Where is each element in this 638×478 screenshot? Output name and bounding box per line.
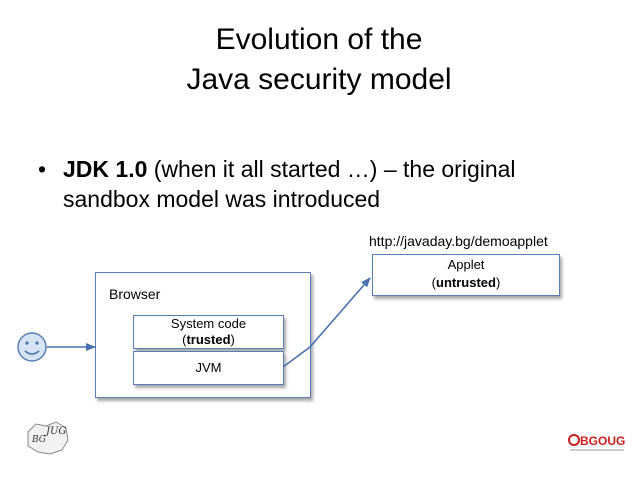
applet-label: Applet — [447, 257, 485, 272]
jvm-box: JVM — [133, 351, 284, 385]
jvm-to-applet-arrow — [282, 277, 371, 368]
bgoug-logo-text: BGOUG — [580, 434, 625, 448]
bgjug-logo: BG JUG — [27, 421, 69, 455]
bullet-point: • JDK 1.0 (when it all started …) – the … — [38, 154, 598, 214]
applet-box: Applet (untrusted) — [372, 254, 560, 296]
system-code-box: System code (trusted) — [133, 315, 284, 349]
bgoug-logo: BGOUG — [568, 434, 625, 451]
slide-title: Evolution of the Java security model — [0, 20, 638, 100]
jvm-label: JVM — [195, 360, 222, 375]
user-smiley-icon — [17, 332, 47, 362]
applet-trust-line: (untrusted) — [431, 275, 501, 290]
bullet-marker: • — [38, 156, 47, 182]
bullet-bold-text: JDK 1.0 — [63, 156, 148, 182]
bgjug-logo-text-jug: JUG — [44, 426, 66, 437]
system-code-trust: trusted — [186, 332, 231, 347]
applet-url: http://javaday.bg/demoapplet — [369, 233, 548, 249]
browser-label: Browser — [109, 286, 161, 302]
system-code-trust-line: (trusted) — [182, 332, 235, 347]
bullet-text: JDK 1.0 (when it all started …) – the or… — [63, 154, 598, 214]
bgjug-logo-text-bg: BG — [31, 435, 46, 445]
system-code-label: System code — [170, 316, 247, 331]
title-line-1: Evolution of the — [215, 23, 423, 56]
bullet-rest-text: (when it all started …) – the original s… — [63, 156, 516, 212]
title-line-2: Java security model — [186, 63, 452, 96]
applet-trust: untrusted — [436, 275, 496, 290]
